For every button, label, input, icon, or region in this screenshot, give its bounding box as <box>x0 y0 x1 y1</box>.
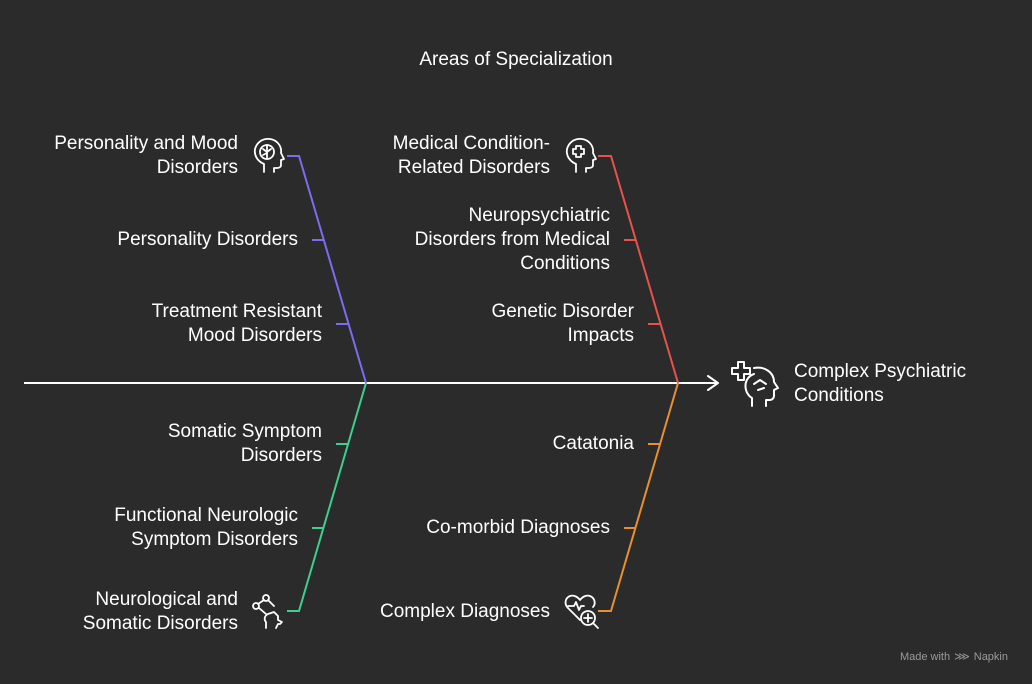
cause-functional-neurologic: Functional Neurologic Symptom Disorders <box>114 504 298 552</box>
neuro-body-icon <box>252 594 283 629</box>
brain-head-icon <box>253 137 285 173</box>
bone-bottom-left <box>287 382 367 612</box>
cause-line: Genetic Disorder <box>491 301 634 322</box>
cause-neuropsychiatric: Neuropsychiatric Disorders from Medical … <box>415 204 610 276</box>
category-line: Complex Diagnoses <box>379 601 550 622</box>
cause-line: Co-morbid Diagnoses <box>426 517 610 538</box>
category-line: Medical Condition- <box>392 133 550 154</box>
category-label-bottom-right: Complex Diagnoses <box>380 600 550 624</box>
bone-top-left <box>287 155 367 384</box>
napkin-logo-icon: ⋙ <box>954 651 970 663</box>
cause-line: Catatonia <box>552 433 634 454</box>
category-label-bottom-left: Neurological and Somatic Disorders <box>83 588 238 636</box>
effect-line: Complex Psychiatric <box>794 361 967 382</box>
category-line: Personality and Mood <box>54 133 238 154</box>
head-plus-icon <box>731 361 779 407</box>
cause-line: Mood Disorders <box>187 325 322 346</box>
heart-search-icon <box>564 594 599 629</box>
category-line: Neurological and <box>95 589 238 610</box>
cause-line: Neuropsychiatric <box>468 205 611 226</box>
cause-line: Conditions <box>520 253 610 274</box>
cause-line: Treatment Resistant <box>151 301 322 322</box>
cause-co-morbid: Co-morbid Diagnoses <box>426 516 610 540</box>
cause-line: Disorders <box>240 445 322 466</box>
category-label-top-left: Personality and Mood Disorders <box>54 132 238 180</box>
cause-line: Disorders from Medical <box>414 229 610 250</box>
cause-line: Somatic Symptom <box>167 421 322 442</box>
cause-genetic-disorder: Genetic Disorder Impacts <box>491 300 634 348</box>
napkin-brand-text: Napkin <box>973 650 1008 663</box>
effect-line: Conditions <box>794 385 884 406</box>
cause-line: Impacts <box>567 325 634 346</box>
cause-line: Personality Disorders <box>117 229 298 250</box>
made-with-text: Made with <box>899 650 951 663</box>
category-line: Related Disorders <box>397 157 550 178</box>
bone-bottom-right <box>598 382 679 612</box>
cause-somatic-symptom: Somatic Symptom Disorders <box>168 420 322 468</box>
category-line: Disorders <box>156 157 238 178</box>
bone-top-right <box>598 155 679 384</box>
cause-catatonia: Catatonia <box>553 432 634 456</box>
spine-arrowhead <box>707 375 719 391</box>
made-with-napkin[interactable]: Made with ⋙ Napkin <box>899 650 1008 664</box>
category-label-top-right: Medical Condition- Related Disorders <box>393 132 550 180</box>
cause-treatment-resistant: Treatment Resistant Mood Disorders <box>152 300 322 348</box>
medical-head-icon <box>565 137 597 173</box>
diagram-title: Areas of Specialization <box>419 49 613 70</box>
effect-label: Complex Psychiatric Conditions <box>794 360 966 408</box>
cause-line: Symptom Disorders <box>131 529 298 550</box>
cause-line: Functional Neurologic <box>114 505 298 526</box>
category-line: Somatic Disorders <box>82 613 238 634</box>
cause-personality-disorders: Personality Disorders <box>117 228 298 252</box>
